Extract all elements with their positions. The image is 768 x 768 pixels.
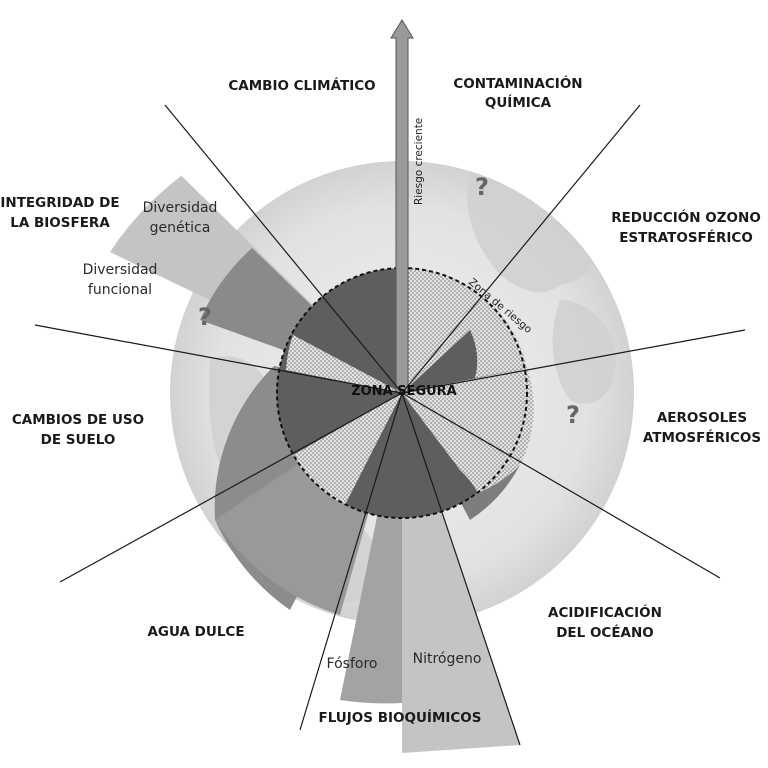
label-land-use-1: CAMBIOS DE USO [12,412,144,428]
label-land-use-2: DE SUELO [41,432,116,448]
unknown-marker-chemical: ? [475,173,489,201]
label-phosphorus: Fósforo [327,656,378,672]
sector-dividers [34,104,746,746]
risk-zone-areas [286,267,534,505]
label-genetic-diversity-2: genética [150,220,211,236]
label-ocean-acidification-2: DEL OCÉANO [556,624,654,641]
label-ozone-1: REDUCCIÓN OZONO [611,208,761,226]
label-ocean-acidification-1: ACIDIFICACIÓN [548,603,662,621]
label-freshwater: AGUA DULCE [147,624,244,640]
label-functional-diversity-1: Diversidad [83,262,158,278]
label-climate-change: CAMBIO CLIMÁTICO [228,77,375,94]
label-nitrogen: Nitrógeno [413,651,482,667]
label-ozone-2: ESTRATOSFÉRICO [619,229,753,246]
label-chemical-pollution-2: QUÍMICA [485,94,552,111]
unknown-marker-biosphere: ? [198,303,212,331]
label-increasing-risk: Riesgo creciente [413,118,425,205]
label-genetic-diversity-1: Diversidad [143,200,218,216]
label-functional-diversity-2: funcional [88,282,152,298]
label-biogeochemical-flows: FLUJOS BIOQUÍMICOS [318,709,481,726]
label-biosphere-integrity-2: LA BIOSFERA [10,215,110,231]
label-biosphere-integrity-1: INTEGRIDAD DE [0,195,119,211]
label-chemical-pollution-1: CONTAMINACIÓN [453,74,582,92]
label-safe-zone: ZONA SEGURA [351,384,457,399]
label-aerosols-1: AEROSOLES [657,410,747,426]
unknown-marker-aerosols: ? [566,401,580,429]
label-aerosols-2: ATMOSFÉRICOS [643,429,761,446]
increasing-risk-arrow [390,19,414,394]
